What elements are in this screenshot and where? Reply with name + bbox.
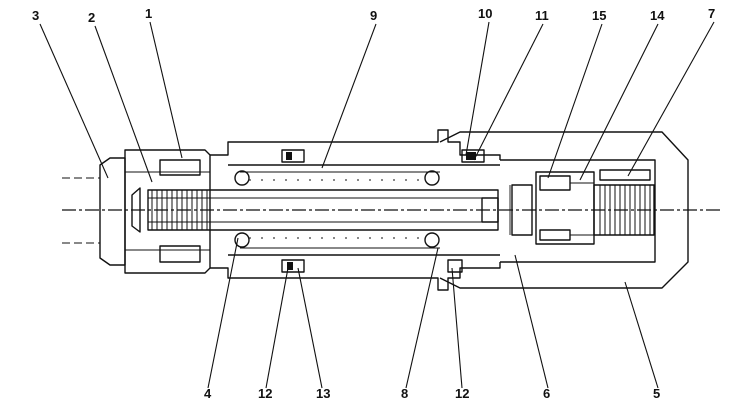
spring-9 xyxy=(234,170,440,248)
left-end-cap xyxy=(99,149,211,274)
lower-seal-block xyxy=(281,259,305,273)
callout-2: 2 xyxy=(88,10,95,25)
spring-7-coils xyxy=(599,185,651,235)
callout-11: 11 xyxy=(535,8,549,23)
callout-7: 7 xyxy=(708,6,715,21)
callout-8: 8 xyxy=(401,386,408,400)
inner-rod xyxy=(147,189,499,231)
callout-13: 13 xyxy=(316,386,330,400)
upper-seal-block xyxy=(281,149,305,163)
callout-9: 9 xyxy=(370,8,377,23)
callout-12-right: 12 xyxy=(455,386,469,400)
callout-4: 4 xyxy=(204,386,212,400)
right-housing xyxy=(439,131,689,289)
lower-seal-ring xyxy=(287,262,293,270)
right-seal-ring xyxy=(466,152,476,160)
lower-right-seal xyxy=(447,259,463,273)
rod-hatching xyxy=(151,190,208,230)
piston-assembly xyxy=(535,169,655,245)
callout-10: 10 xyxy=(478,6,492,21)
callout-1: 1 xyxy=(145,6,152,21)
right-seal-block xyxy=(461,149,485,163)
callout-14: 14 xyxy=(650,8,665,23)
callout-3: 3 xyxy=(32,8,39,23)
leader-lines xyxy=(39,21,715,389)
callout-5: 5 xyxy=(653,386,660,400)
callout-15: 15 xyxy=(592,8,606,23)
upper-seal-ring xyxy=(286,152,292,160)
callout-12-left: 12 xyxy=(258,386,272,400)
callout-6: 6 xyxy=(543,386,550,400)
